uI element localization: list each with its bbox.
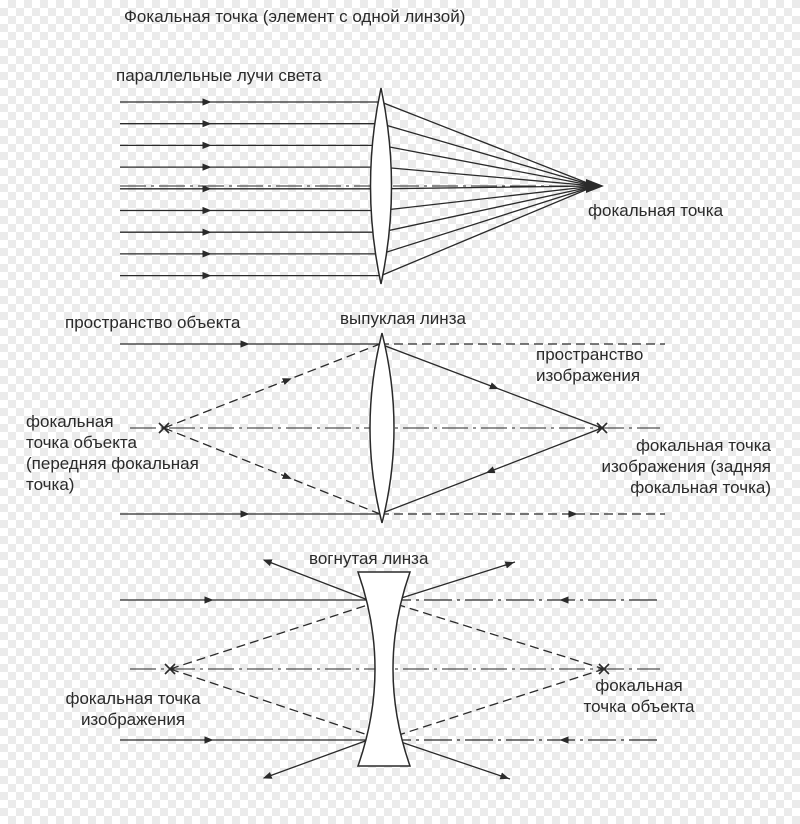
image-focal-point-label-2: фокальная точка изображения bbox=[65, 689, 201, 729]
converging-ray bbox=[380, 166, 596, 187]
image-focal-point-mark bbox=[596, 422, 608, 434]
focal-point-label: фокальная точка bbox=[588, 201, 724, 220]
converging-ray bbox=[380, 185, 596, 255]
panel-single-lens bbox=[120, 87, 604, 285]
diagram-title: Фокальная точка (элемент с одной линзой) bbox=[124, 7, 466, 26]
concave-lens bbox=[356, 571, 412, 767]
ray-object-focal-bottom bbox=[163, 427, 381, 515]
convex-lens-top bbox=[369, 87, 393, 285]
image-focal-point-label: фокальная точка изображения (задняя фока… bbox=[601, 436, 771, 497]
ray-diverge-top-left bbox=[263, 559, 369, 601]
ray-diverge-top-right bbox=[394, 561, 516, 601]
object-focal-point-label-2: фокальная точка объекта bbox=[583, 676, 695, 716]
converging-ray bbox=[380, 101, 596, 187]
convex-lens bbox=[369, 332, 395, 524]
ray-diverge-bottom-right bbox=[394, 739, 511, 780]
converging-ray bbox=[380, 185, 596, 277]
ray-virtual-left-top bbox=[169, 599, 384, 670]
parallel-rays bbox=[120, 98, 600, 280]
parallel-rays-label: параллельные лучи света bbox=[116, 66, 322, 85]
concave-lens-label: вогнутая линза bbox=[309, 549, 429, 568]
convex-lens-label: выпуклая линза bbox=[340, 309, 466, 328]
image-focal-point-mark-2 bbox=[164, 663, 176, 675]
ray-object-focal-top bbox=[163, 343, 381, 429]
ray-virtual-right-bottom bbox=[382, 668, 605, 741]
converging-ray bbox=[380, 123, 596, 187]
converging-ray bbox=[380, 185, 596, 233]
converging-ray bbox=[380, 185, 596, 212]
panel-concave-lens bbox=[120, 559, 662, 780]
focal-point-marker bbox=[586, 179, 604, 193]
image-space-label: пространство изображения bbox=[536, 345, 644, 385]
ray-diverge-bottom-left bbox=[263, 739, 369, 779]
object-focal-point-mark-2 bbox=[598, 663, 610, 675]
object-focal-point-mark bbox=[158, 422, 170, 434]
converging-ray bbox=[380, 144, 596, 187]
object-space-label: пространство объекта bbox=[65, 313, 241, 332]
panel-convex-lens bbox=[120, 332, 665, 524]
ray-virtual-right-top bbox=[382, 599, 605, 670]
object-focal-point-label: фокальная точка объекта (передняя фокаль… bbox=[26, 412, 199, 494]
ray-virtual-left-bottom bbox=[169, 668, 384, 741]
